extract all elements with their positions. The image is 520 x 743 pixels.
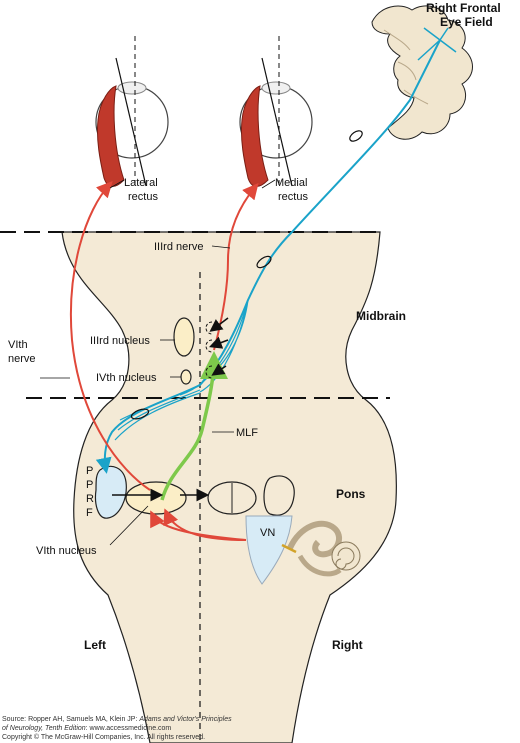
iiird-nucleus bbox=[173, 317, 195, 357]
label-lateral-2: rectus bbox=[128, 191, 158, 203]
label-pprf-r: R bbox=[86, 493, 94, 505]
source-title-2: of Neurology, Tenth Edition bbox=[2, 725, 86, 732]
label-left: Left bbox=[84, 638, 106, 652]
label-mlf: MLF bbox=[236, 427, 258, 439]
label-medial-1: Medial bbox=[275, 177, 307, 189]
label-pprf-f: F bbox=[86, 507, 93, 519]
vestibular-nucleus-region bbox=[245, 515, 293, 585]
label-iiird-nucleus: IIIrd nucleus bbox=[90, 335, 150, 347]
label-iiird-nerve: IIIrd nerve bbox=[154, 241, 204, 253]
label-pons: Pons bbox=[336, 487, 366, 501]
label-vith-nucleus: VIth nucleus bbox=[36, 545, 97, 557]
pathway-ring-cortex bbox=[349, 130, 363, 142]
inner-ear-icon bbox=[281, 520, 361, 577]
label-ivth-nucleus: IVth nucleus bbox=[96, 372, 157, 384]
label-lateral-1: Lateral bbox=[124, 177, 158, 189]
label-right-frontal-2: Eye Field bbox=[440, 15, 493, 29]
label-pprf-p1: P bbox=[86, 465, 93, 477]
source-line-1: Source: Ropper AH, Samuels MA, Klein JP:… bbox=[2, 715, 232, 724]
source-prefix: Source: Ropper AH, Samuels MA, Klein JP: bbox=[2, 716, 140, 723]
mlf-pathway bbox=[160, 351, 228, 501]
right-eye bbox=[239, 36, 313, 187]
corticobulbar-pathway bbox=[95, 39, 441, 474]
source-url: : www.accessmedicine.com bbox=[85, 725, 172, 732]
label-right: Right bbox=[332, 638, 363, 652]
vith-nerve-pathway bbox=[69, 181, 151, 491]
label-medial-2: rectus bbox=[278, 191, 308, 203]
label-vith-nerve-1: VIth bbox=[8, 339, 28, 351]
source-line-2: of Neurology, Tenth Edition: www.accessm… bbox=[2, 724, 171, 733]
label-vith-nerve-2: nerve bbox=[8, 353, 36, 365]
right-pons-nucleus-lateral bbox=[263, 475, 295, 516]
vith-nucleus bbox=[125, 481, 187, 515]
brainstem-outline bbox=[61, 231, 397, 743]
left-eye bbox=[95, 36, 169, 187]
ivth-nucleus bbox=[180, 369, 192, 385]
label-pprf-p2: P bbox=[86, 479, 93, 491]
pathway-ring-pons bbox=[130, 408, 150, 420]
label-vn: VN bbox=[260, 527, 275, 539]
source-title-1: Adams and Victor's Principles bbox=[139, 716, 232, 723]
label-midbrain: Midbrain bbox=[356, 309, 406, 323]
pprf-region bbox=[94, 465, 127, 519]
medial-rectus-muscle bbox=[241, 85, 269, 187]
copyright-line: Copyright © The McGraw-Hill Companies, I… bbox=[2, 734, 206, 741]
label-right-frontal-1: Right Frontal bbox=[426, 1, 501, 15]
pathway-ring-midbrain bbox=[256, 255, 272, 269]
lateral-rectus-muscle bbox=[97, 85, 125, 187]
